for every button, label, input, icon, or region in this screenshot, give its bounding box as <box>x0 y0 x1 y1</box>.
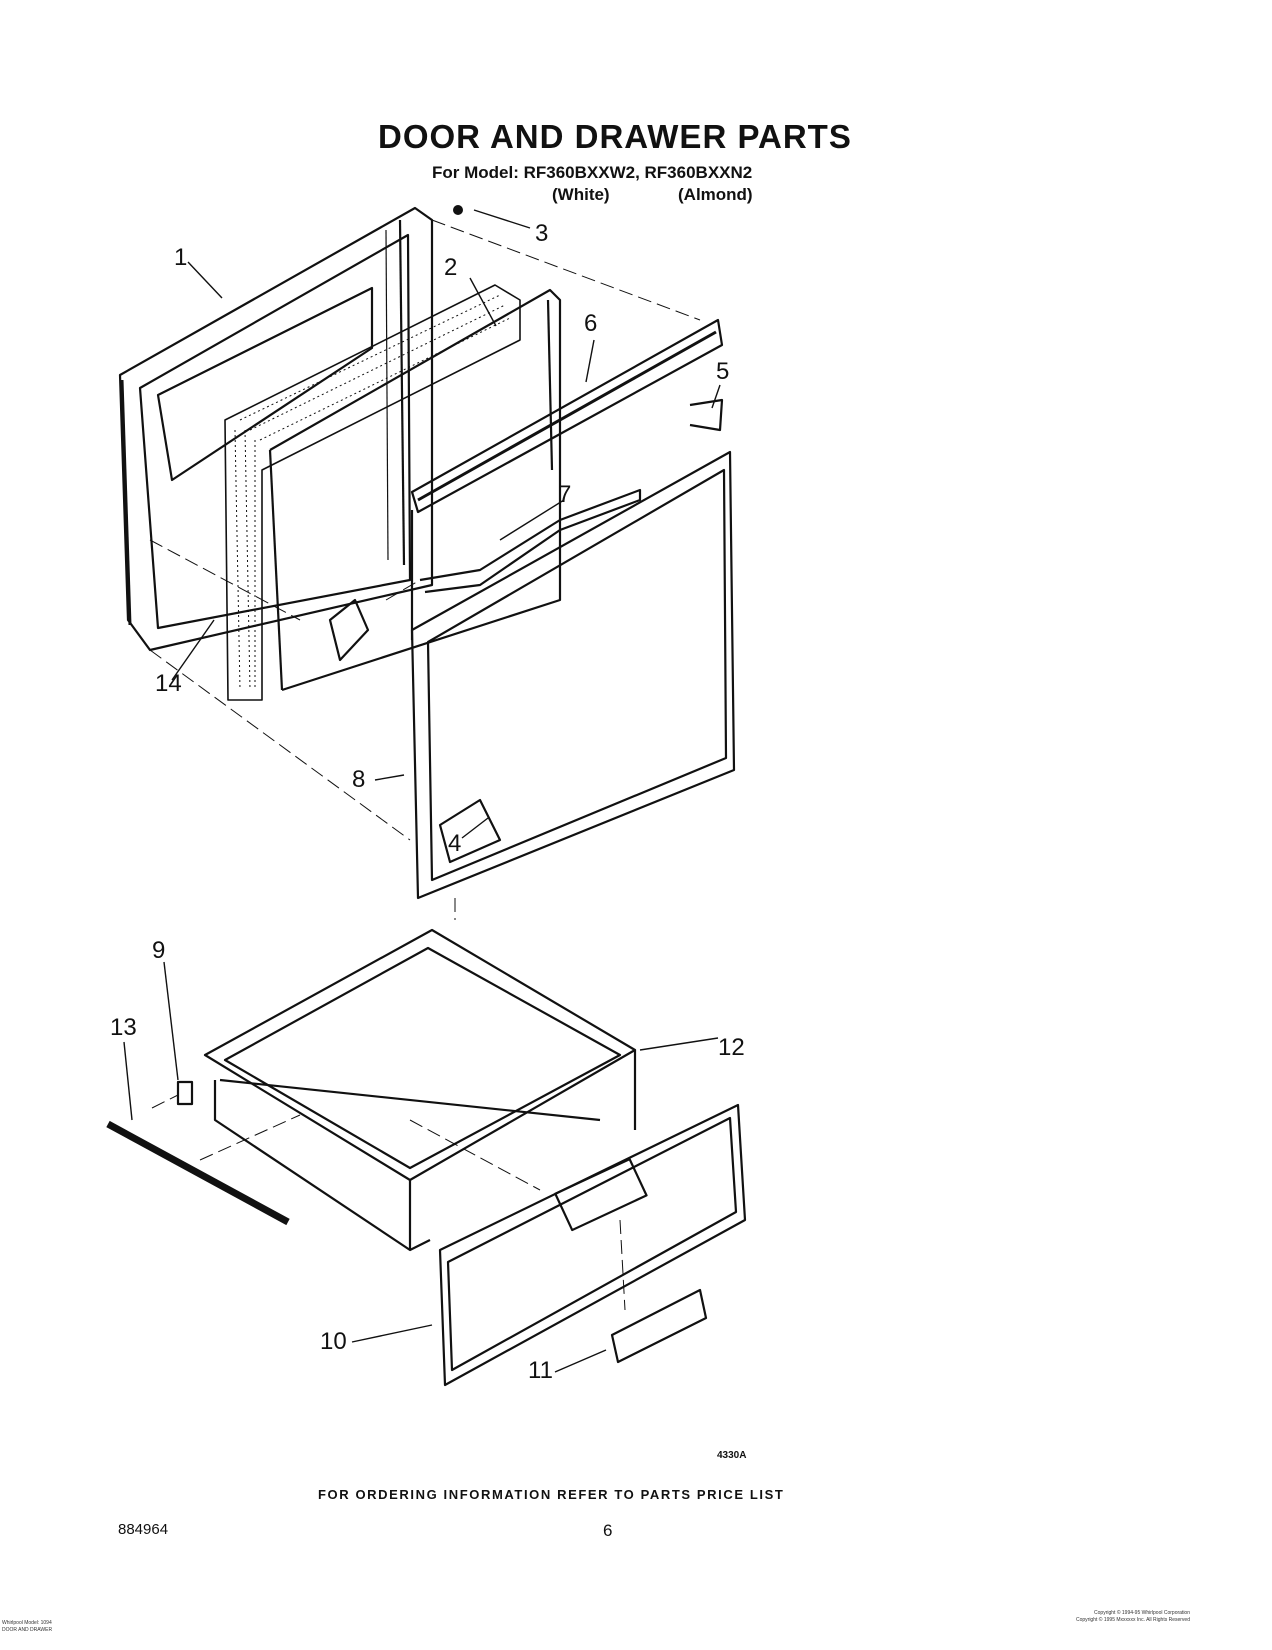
footer-left-line-2: DOOR AND DRAWER <box>2 1627 53 1633</box>
callout-8: 8 <box>352 766 366 793</box>
page-number: 6 <box>603 1521 613 1540</box>
model-line: For Model: RF360BXXW2, RF360BXXN2 <box>432 163 753 182</box>
drawer-front-panel <box>438 1103 747 1387</box>
ordering-note: FOR ORDERING INFORMATION REFER TO PARTS … <box>318 1487 785 1502</box>
callout-5: 5 <box>716 358 730 385</box>
document-number: 884964 <box>118 1521 169 1538</box>
callout-7: 7 <box>558 481 572 508</box>
door-bracket <box>689 398 724 432</box>
footer-left-line-1: Whirlpool Model: 1094 <box>2 1620 52 1626</box>
callout-12: 12 <box>718 1034 745 1061</box>
door-trim-strip <box>410 318 724 514</box>
footer-left-small: Whirlpool Model: 1094 DOOR AND DRAWER <box>2 1620 52 1634</box>
inner-liner <box>268 288 562 692</box>
footer-right-line-1: Copyright © 1994-95 Whirlpool Corporatio… <box>1094 1610 1190 1616</box>
callout-13: 13 <box>110 1014 137 1041</box>
callout-11: 11 <box>528 1357 553 1384</box>
drawer-roller <box>176 1080 194 1106</box>
callout-2: 2 <box>444 254 458 281</box>
callout-14: 14 <box>155 670 182 697</box>
footer-right-line-2: Copyright © 1995 Mxxxxxx Inc. All Rights… <box>1075 1617 1190 1623</box>
callout-3: 3 <box>535 220 549 247</box>
page-title: DOOR AND DRAWER PARTS <box>378 118 852 155</box>
color-almond-label: (Almond) <box>678 185 753 204</box>
drawing-code: 4330A <box>717 1450 747 1461</box>
hinge-bracket <box>419 488 642 594</box>
drawer-handle <box>610 1288 708 1364</box>
outer-door-panel <box>118 206 434 652</box>
drawer-body <box>203 928 637 1252</box>
drawer-rail <box>106 1120 290 1226</box>
inner-door-panel <box>410 450 736 900</box>
footer-right-small: Copyright © 1994-95 Whirlpool Corporatio… <box>980 1610 1190 1624</box>
callout-4: 4 <box>448 830 462 857</box>
door-wedge <box>328 598 370 662</box>
callout-1: 1 <box>174 244 188 271</box>
callout-6: 6 <box>584 310 598 337</box>
glass-clip <box>438 798 502 864</box>
callout-10: 10 <box>320 1328 347 1355</box>
color-white-label: (White) <box>552 185 610 204</box>
callout-9: 9 <box>152 937 166 964</box>
door-insulation <box>224 284 521 701</box>
